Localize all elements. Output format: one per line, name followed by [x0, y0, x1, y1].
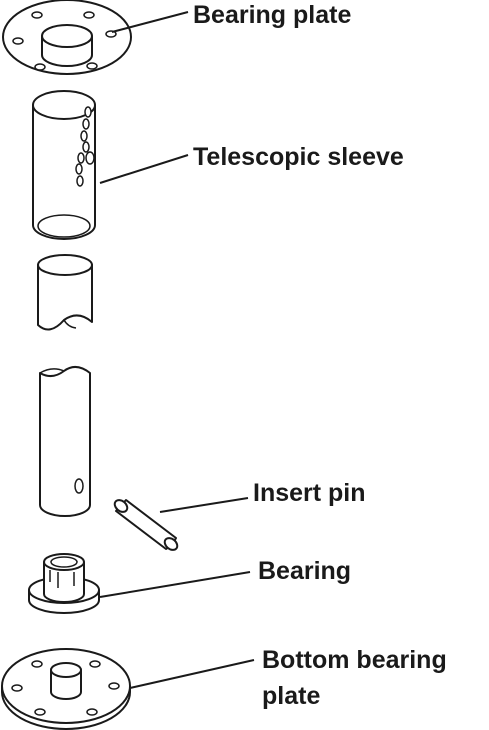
bearing-label: Bearing — [258, 557, 352, 585]
bottom-bearing-plate-label: Bottom bearing plate — [262, 645, 447, 711]
leader-bottom-bearing-plate — [129, 659, 255, 689]
bearing-plate-label: Bearing plate — [193, 1, 352, 29]
bearing-plate-part — [2, 0, 132, 75]
lower-tube-part — [39, 366, 91, 517]
sleeve-adjustment-holes — [75, 106, 95, 187]
bottom-bearing-plate-label-line2: plate — [262, 682, 321, 710]
bottom-bearing-plate-label-line1: Bottom bearing — [262, 646, 447, 674]
insert-pin-label: Insert pin — [253, 479, 366, 507]
leader-telescopic-sleeve — [99, 154, 189, 184]
leader-bearing-plate — [111, 11, 189, 33]
upper-tube-part — [37, 254, 93, 331]
telescopic-sleeve-label: Telescopic sleeve — [193, 143, 404, 171]
leader-bearing — [99, 571, 251, 598]
telescopic-sleeve-part — [32, 90, 96, 240]
bottom-bearing-plate-part — [1, 648, 131, 730]
insert-pin-part — [113, 499, 179, 551]
leader-insert-pin — [159, 497, 249, 513]
bearing-part — [28, 553, 100, 614]
